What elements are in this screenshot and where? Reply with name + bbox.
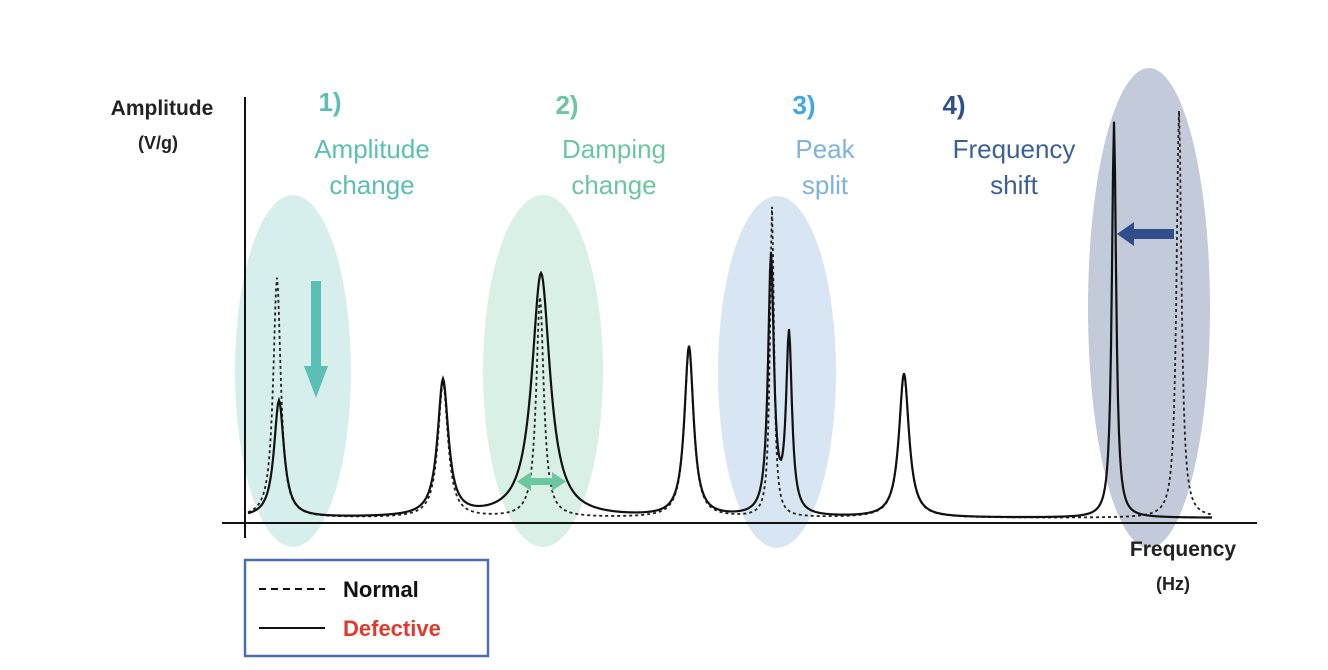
annotation-label-1-line2: change [329,170,414,200]
legend-box [243,558,490,658]
defective-spectrum-curve [247,121,1213,519]
double-arrow-icon [517,472,566,491]
y-axis-title: Amplitude [111,97,214,120]
x-axis-unit: (Hz) [1156,574,1190,594]
annotation-number-2: 2) [555,90,578,120]
legend-defective-label: Defective [343,616,441,641]
annotation-number-4: 4) [942,90,965,120]
annotation-number-3: 3) [792,90,815,120]
annotation-label-3-line1: Peak [795,134,855,164]
annotation-label-2-line2: change [571,170,656,200]
y-axis-unit: (V/g) [138,133,178,153]
down-arrow-icon [304,281,328,398]
x-axis-title: Frequency [1130,538,1237,561]
annotation-label-3-line2: split [802,170,849,200]
highlight-ellipse-peak-split [718,196,836,548]
annotation-label-1-line1: Amplitude [314,134,430,164]
annotation-label-2-line1: Damping [562,134,666,164]
annotation-number-1: 1) [318,87,341,117]
left-arrow-icon [1117,222,1174,246]
highlight-ellipse-amplitude [235,195,351,547]
annotation-label-4-line2: shift [990,170,1038,200]
annotation-label-4-line1: Frequency [953,134,1076,164]
legend-normal-label: Normal [343,577,419,602]
